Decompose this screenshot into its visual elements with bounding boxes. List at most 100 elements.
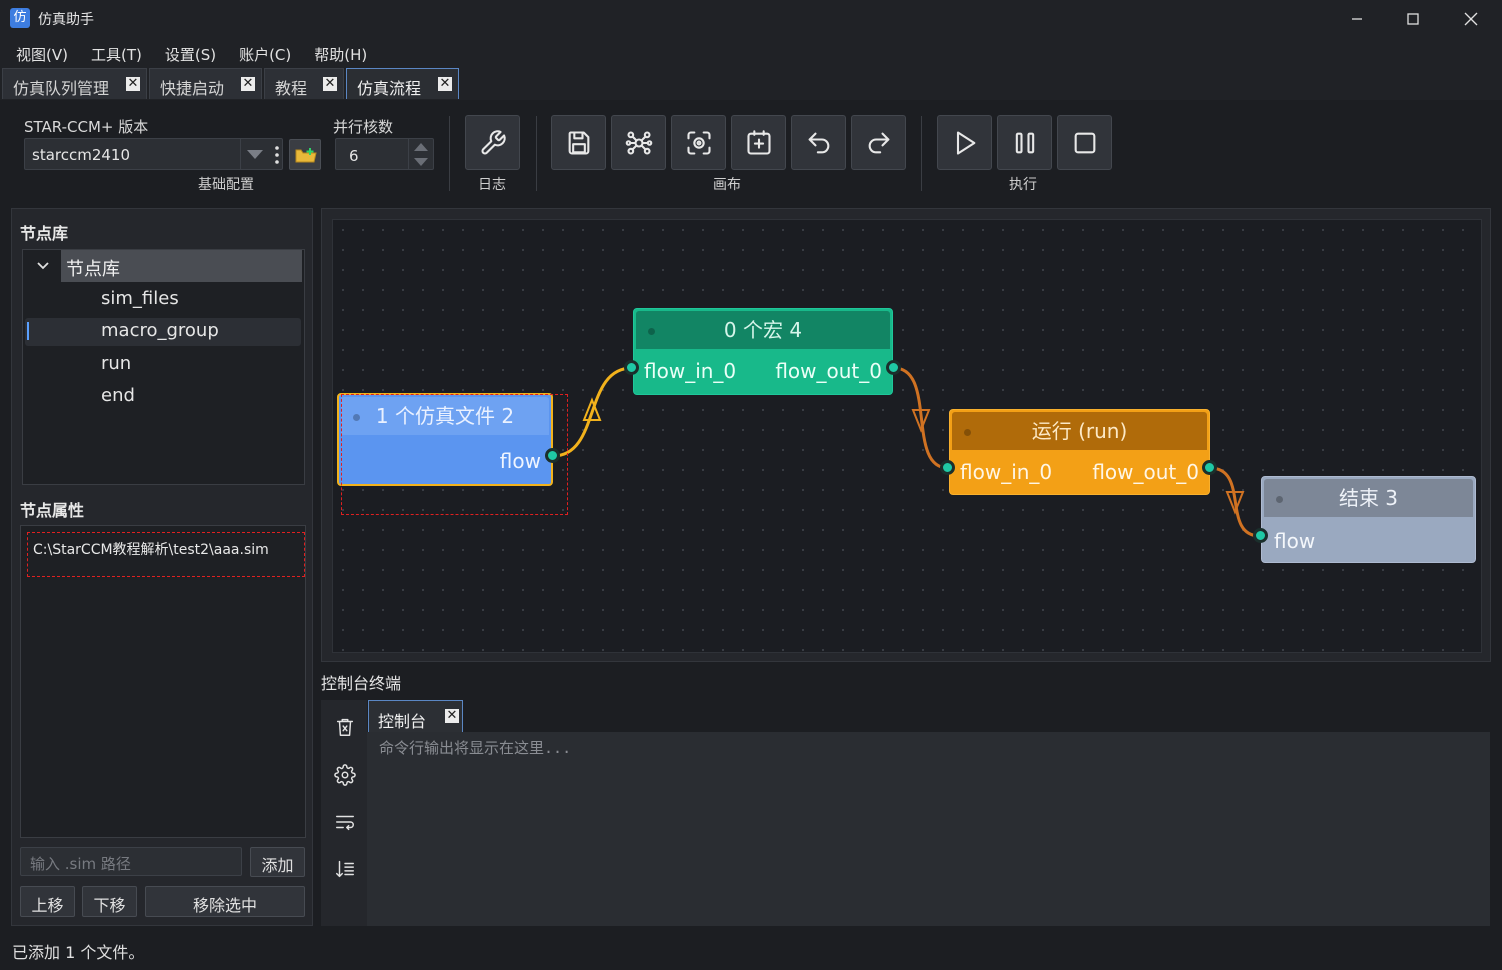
remove-selected-button[interactable]: 移除选中 <box>145 886 305 917</box>
undo-button[interactable] <box>791 115 846 170</box>
node-status-dot <box>1276 496 1283 503</box>
redo-button[interactable] <box>851 115 906 170</box>
status-bar: 已添加 1 个文件。 <box>0 930 1502 970</box>
arrow-run-to-end <box>1225 491 1245 515</box>
selected-path-item[interactable]: C:\StarCCM教程解析\test2\aaa.sim <box>27 532 305 577</box>
node-title: 1 个仿真文件 2 <box>375 404 515 428</box>
node-library-tree[interactable]: 节点库 sim_files macro_group run end <box>22 249 305 485</box>
port-out-sim-files[interactable] <box>545 448 560 463</box>
save-button[interactable] <box>551 115 606 170</box>
port-label-in: flow_in_0 <box>644 359 737 383</box>
spin-up-icon[interactable] <box>414 143 428 151</box>
close-window-button[interactable] <box>1442 0 1500 38</box>
focus-icon <box>686 130 711 155</box>
tab-sim-queue[interactable]: 仿真队列管理 ✕ <box>2 68 147 99</box>
word-wrap-button[interactable] <box>334 811 356 833</box>
node-title: 0 个宏 4 <box>723 318 803 342</box>
chevron-down-icon[interactable] <box>37 262 49 270</box>
group-run-label: 执行 <box>1009 177 1037 193</box>
tab-close-icon[interactable]: ✕ <box>323 76 337 91</box>
stop-icon <box>1074 132 1095 153</box>
node-properties-list[interactable]: C:\StarCCM教程解析\test2\aaa.sim <box>20 525 306 838</box>
menu-tools[interactable]: 工具(T) <box>90 46 142 64</box>
fit-view-button[interactable] <box>671 115 726 170</box>
console-output[interactable]: 命令行输出将显示在这里... <box>367 732 1490 926</box>
node-macro-group[interactable]: 0 个宏 4 flow_in_0 flow_out_0 <box>633 308 893 395</box>
tree-root-row[interactable]: 节点库 <box>61 250 302 282</box>
tab-label: 仿真流程 <box>357 79 422 98</box>
port-label-out: flow_out_0 <box>1092 460 1199 484</box>
port-label-in: flow_in_0 <box>960 460 1053 484</box>
play-icon <box>956 130 975 155</box>
group-basic-label: 基础配置 <box>198 177 254 193</box>
tab-label: 快捷启动 <box>160 79 225 98</box>
group-log-label: 日志 <box>478 177 506 193</box>
tree-item-macro-group[interactable]: macro_group <box>101 320 219 341</box>
tab-sim-flow[interactable]: 仿真流程 ✕ <box>346 68 459 99</box>
port-out-macro[interactable] <box>886 360 901 375</box>
cores-spinbox[interactable]: 6 <box>335 138 434 170</box>
node-header[interactable]: 1 个仿真文件 2 <box>341 397 549 435</box>
menu-help[interactable]: 帮助(H) <box>314 46 368 64</box>
node-sim-files[interactable]: 1 个仿真文件 2 flow <box>337 393 553 486</box>
flow-canvas[interactable]: 1 个仿真文件 2 flow 0 个宏 4 flow_in_0 flow_out… <box>332 219 1482 653</box>
redo-icon <box>868 132 889 153</box>
add-button[interactable]: 添加 <box>250 847 305 877</box>
window-title: 仿真助手 <box>38 12 94 28</box>
maximize-button[interactable] <box>1384 0 1442 38</box>
graph-nodes-icon <box>625 130 652 155</box>
move-down-button[interactable]: 下移 <box>82 886 137 917</box>
spin-down-icon[interactable] <box>414 158 428 166</box>
cores-label: 并行核数 <box>333 118 394 136</box>
tab-quick-start[interactable]: 快捷启动 ✕ <box>149 68 262 99</box>
more-icon[interactable] <box>275 145 279 165</box>
menu-bar: 视图(V) 工具(T) 设置(S) 账户(C) 帮助(H) <box>0 38 1502 68</box>
left-panel: 节点库 节点库 sim_files macro_group run end 节点… <box>11 208 313 926</box>
auto-scroll-button[interactable] <box>334 858 356 880</box>
node-header[interactable]: 运行 (run) <box>952 412 1207 450</box>
port-in-end[interactable] <box>1253 528 1268 543</box>
stop-button[interactable] <box>1057 115 1112 170</box>
console-tab-close-icon[interactable]: ✕ <box>445 708 459 723</box>
tab-close-icon[interactable]: ✕ <box>438 76 452 91</box>
menu-view[interactable]: 视图(V) <box>16 46 68 64</box>
version-label: STAR-CCM+ 版本 <box>24 118 149 136</box>
tab-close-icon[interactable]: ✕ <box>126 76 140 91</box>
tree-item-sim-files[interactable]: sim_files <box>101 288 179 309</box>
console-tab[interactable]: 控制台 ✕ <box>368 700 463 732</box>
auto-layout-button[interactable] <box>611 115 666 170</box>
port-out-run[interactable] <box>1202 460 1217 475</box>
node-header[interactable]: 结束 3 <box>1264 479 1473 517</box>
close-icon <box>1464 12 1478 26</box>
port-in-macro[interactable] <box>624 360 639 375</box>
chevron-down-icon <box>247 150 263 159</box>
tab-close-icon[interactable]: ✕ <box>241 76 255 91</box>
tree-item-end[interactable]: end <box>101 385 135 406</box>
move-up-button[interactable]: 上移 <box>20 886 75 917</box>
connection-macro-to-run <box>893 366 949 470</box>
pause-button[interactable] <box>997 115 1052 170</box>
node-header[interactable]: 0 个宏 4 <box>636 311 890 349</box>
menu-settings[interactable]: 设置(S) <box>164 46 217 64</box>
minimize-button[interactable] <box>1328 0 1386 38</box>
browse-folder-button[interactable] <box>289 139 321 170</box>
tree-item-run[interactable]: run <box>101 353 132 374</box>
sim-path-input[interactable]: 输入 .sim 路径 <box>20 847 242 876</box>
folder-icon <box>295 148 317 163</box>
port-in-run[interactable] <box>940 460 955 475</box>
app-icon: 仿 <box>10 8 30 28</box>
menu-account[interactable]: 账户(C) <box>239 46 292 64</box>
node-run[interactable]: 运行 (run) flow_in_0 flow_out_0 <box>949 409 1210 495</box>
node-end[interactable]: 结束 3 flow <box>1261 476 1476 563</box>
node-title: 结束 3 <box>1338 486 1399 510</box>
add-node-button[interactable] <box>731 115 786 170</box>
run-button[interactable] <box>937 115 992 170</box>
version-select[interactable]: starccm2410 <box>24 138 283 170</box>
sim-path-placeholder: 输入 .sim 路径 <box>30 855 131 873</box>
clear-console-button[interactable] <box>334 716 356 738</box>
scroll-down-icon <box>336 860 354 878</box>
tab-tutorial[interactable]: 教程 ✕ <box>264 68 344 99</box>
log-button[interactable] <box>465 115 520 170</box>
tab-bar: 仿真队列管理 ✕ 快捷启动 ✕ 教程 ✕ 仿真流程 ✕ <box>0 68 1502 100</box>
console-settings-button[interactable] <box>334 764 356 786</box>
